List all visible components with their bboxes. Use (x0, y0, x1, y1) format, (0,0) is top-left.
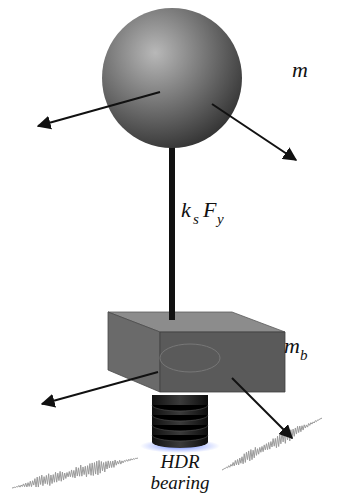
direction-arrow (212, 104, 296, 160)
bearing-label: HDR bearing (135, 452, 225, 494)
yield-force-symbol: F (203, 198, 216, 222)
direction-arrow (42, 372, 158, 404)
ground-motion-wave (12, 458, 138, 488)
base-mass-front (160, 332, 285, 392)
dof-arrows (38, 92, 296, 438)
base-mass-label: m (284, 334, 300, 358)
direction-arrow (232, 378, 292, 438)
bearing-layers (152, 405, 208, 441)
top-mass-sphere (102, 8, 242, 148)
mass-label: m (292, 58, 308, 82)
base-mass-side (108, 312, 160, 392)
base-mass-mark (160, 344, 220, 372)
subscript: y (217, 211, 224, 228)
direction-arrow (38, 92, 160, 126)
stiffness-symbol: k (181, 198, 191, 222)
hdr-bearing-cylinder (152, 395, 208, 448)
subscript: s (193, 211, 199, 228)
subscript: b (300, 347, 308, 364)
ground-motion-wave (222, 418, 322, 470)
spring-element-rod (169, 145, 175, 320)
